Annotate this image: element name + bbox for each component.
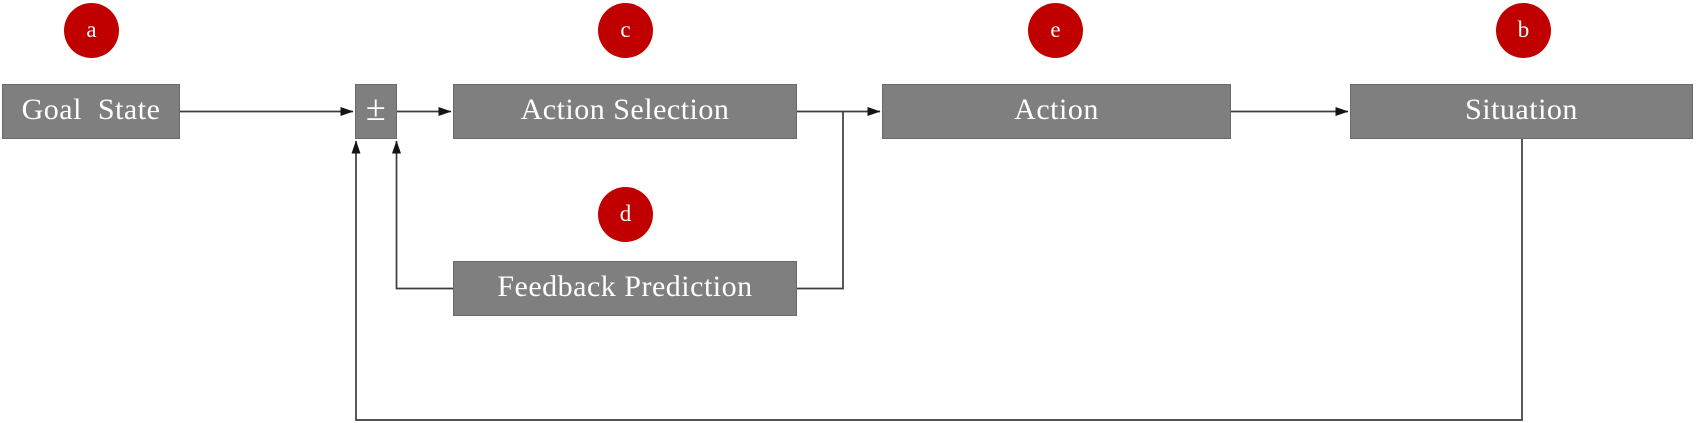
node-situation-label: Situation [1465, 93, 1578, 126]
node-feedback-prediction-label: Feedback Prediction [497, 270, 753, 303]
node-goal-state-label: Goal State [21, 93, 161, 126]
marker-a-letter: a [86, 17, 97, 42]
marker-d: d [598, 187, 653, 242]
marker-c: c [598, 3, 653, 58]
marker-e-letter: e [1050, 17, 1061, 42]
marker-b: b [1496, 3, 1551, 58]
node-action-selection-label: Action Selection [520, 93, 730, 126]
marker-d-letter: d [619, 201, 632, 226]
node-action-label: Action [1014, 93, 1099, 126]
node-situation: Situation [1350, 84, 1693, 139]
marker-b-letter: b [1517, 17, 1530, 42]
node-action: Action [882, 84, 1231, 139]
node-action-selection: Action Selection [453, 84, 797, 139]
node-goal-state: Goal State [2, 84, 180, 139]
edge-action-selection-to-feedback-prediction [797, 111, 844, 290]
marker-c-letter: c [620, 17, 631, 42]
node-feedback-prediction: Feedback Prediction [453, 261, 797, 316]
edge-situation-to-comparator-feedback-loop [351, 139, 1523, 421]
edge-feedback-prediction-to-comparator [392, 140, 453, 290]
node-comparator: ± [355, 84, 397, 139]
node-comparator-label: ± [365, 87, 387, 128]
marker-a: a [64, 3, 119, 58]
marker-e: e [1028, 3, 1083, 58]
